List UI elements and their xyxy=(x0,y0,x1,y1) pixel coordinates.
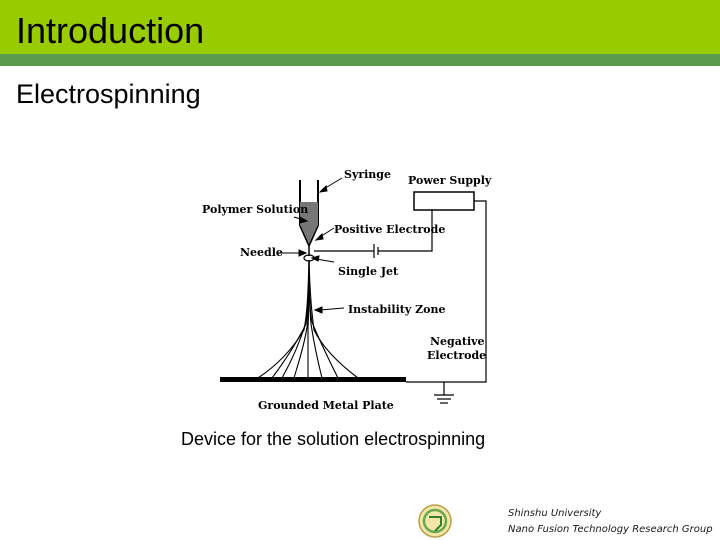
label-polymer-solution: Polymer Solution xyxy=(202,203,308,216)
diagram-caption: Device for the solution electrospinning xyxy=(181,429,486,449)
fiber-jets xyxy=(257,259,359,379)
footer-affiliation: Shinshu University Nano Fusion Technolog… xyxy=(508,506,713,538)
section-title: Electrospinning xyxy=(16,79,201,109)
label-single-jet: Single Jet xyxy=(338,265,399,278)
label-power-supply: Power Supply xyxy=(408,174,492,187)
label-syringe: Syringe xyxy=(344,168,391,181)
title-bar xyxy=(0,0,720,54)
circuit-wires xyxy=(314,200,487,404)
footer-university: Shinshu University xyxy=(508,508,602,519)
group-logo-icon xyxy=(418,504,452,538)
label-grounded-metal-plate: Grounded Metal Plate xyxy=(258,399,394,412)
label-electrode: Electrode xyxy=(427,349,486,362)
label-negative: Negative xyxy=(430,335,485,348)
title-underline-strip xyxy=(0,54,720,66)
label-positive-electrode: Positive Electrode xyxy=(334,223,445,236)
grounded-metal-plate xyxy=(220,377,406,382)
label-instability-zone: Instability Zone xyxy=(348,303,445,316)
label-needle: Needle xyxy=(240,246,283,259)
electrospinning-diagram: Syringe Power Supply Polymer Solution Po… xyxy=(202,168,492,412)
page-title: Introduction xyxy=(16,10,205,51)
power-supply-box xyxy=(413,191,475,211)
footer-research-group: Nano Fusion Technology Research Group xyxy=(508,524,713,535)
label-arrows xyxy=(278,177,345,314)
